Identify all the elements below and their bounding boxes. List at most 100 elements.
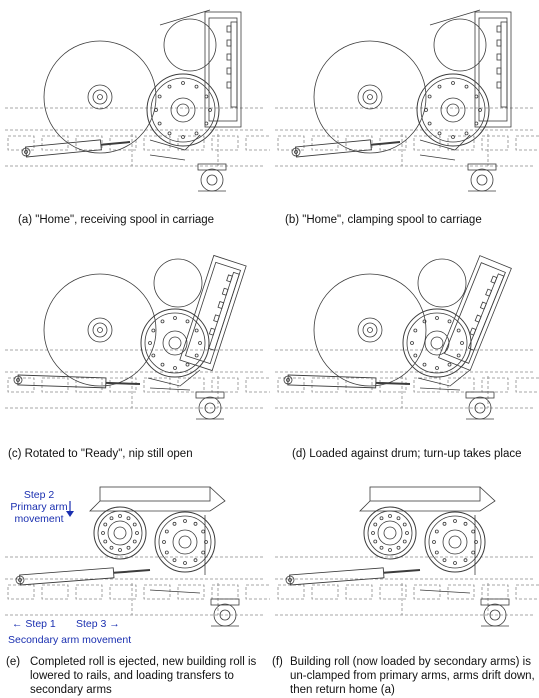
carriage-actuator [208, 271, 240, 351]
carriage-bolt [496, 81, 502, 89]
spool-axle [383, 526, 397, 540]
secondary-arm-bracket [210, 598, 240, 606]
frame-block [277, 377, 305, 393]
spool-bolt [422, 319, 427, 324]
carriage-body [179, 254, 247, 372]
cylinder-pivot-pin [288, 578, 292, 582]
panel-e-drawing [5, 486, 270, 627]
spool-bolt [463, 558, 468, 563]
spool-bolt [471, 529, 476, 534]
spool-bolt [413, 353, 418, 358]
spool-bolt [447, 319, 452, 324]
spool-hub [107, 520, 133, 546]
frame-block [245, 584, 270, 600]
cylinder-rod [100, 141, 131, 146]
spool-bolt [164, 529, 169, 534]
secondary-arm-pin [474, 402, 486, 414]
spool-bolt [451, 135, 455, 139]
spool-bolt [135, 531, 139, 535]
spool-inner [158, 515, 212, 569]
cylinder-pivot [15, 575, 25, 585]
drum-axle [367, 327, 373, 333]
secondary-arm-pin [206, 174, 218, 186]
carriage-actuator [500, 21, 508, 108]
carriage-bolt [226, 274, 233, 283]
spool-bolt [453, 561, 457, 565]
spool-bolt [413, 328, 418, 333]
spool-bolt [432, 540, 436, 544]
carriage-bolt [226, 53, 232, 61]
drum-hub-inner [92, 89, 108, 105]
spool-bolt [148, 341, 152, 345]
spool-bolt [396, 545, 401, 550]
spool-outline [402, 308, 472, 378]
spool-bolt [371, 531, 375, 535]
spool-bolt [103, 522, 108, 527]
spool-bolt [373, 522, 378, 527]
spool-bolt [109, 516, 114, 521]
primary-arm-link [147, 369, 201, 387]
spool-bolt [435, 316, 439, 320]
spool-bolt [183, 519, 187, 523]
frame-block [345, 135, 373, 151]
upper-roll [417, 258, 467, 308]
spool-bolt [427, 121, 432, 126]
spool-bolt [424, 108, 428, 112]
frame-block [345, 584, 373, 600]
spool-bolt [154, 108, 158, 112]
frame-block [109, 377, 137, 393]
frame-block [143, 377, 171, 393]
drum-axle [367, 94, 373, 100]
frame-block [311, 584, 339, 600]
frame-block [447, 377, 475, 393]
frame-block [413, 584, 441, 600]
spool-outline [363, 506, 417, 560]
secondary-arm-bracket [465, 391, 495, 399]
caption-e-text: Completed roll is ejected, new building … [30, 656, 257, 696]
hydraulic-cylinder [19, 567, 151, 586]
spool-inner [406, 312, 468, 374]
carriage-bolt [496, 39, 502, 47]
spool-bolt [157, 94, 162, 99]
spool-bolt [173, 366, 177, 370]
carriage-arm-top [429, 9, 481, 26]
caption-e: (e) Completed roll is ejected, new build… [6, 655, 268, 697]
drum-hub [87, 84, 113, 110]
frame-block [413, 377, 441, 393]
cylinder-pivot [291, 147, 301, 157]
carriage-bolt [479, 301, 487, 310]
carriage-bolt [485, 288, 493, 297]
spool-bolt [410, 341, 414, 345]
caption-a: (a) "Home", receiving spool in carriage [18, 214, 215, 226]
spool-bolt [451, 81, 455, 85]
spool-outline [93, 506, 147, 560]
caption-b: (b) "Home", clamping spool to carriage [285, 214, 482, 226]
spool-bolt [162, 540, 166, 544]
spool-bolt [194, 131, 199, 136]
carriage-body [204, 11, 242, 128]
frame-block [277, 584, 305, 600]
spool-bolt [460, 341, 464, 345]
frame-block [481, 377, 509, 393]
spool-bolt [181, 135, 185, 139]
hydraulic-cylinder [295, 139, 401, 158]
cylinder-pivot [21, 147, 31, 157]
cylinder-barrel [19, 567, 115, 586]
spool-hub [162, 330, 188, 356]
panel-e: Step 2 Primary arm movement ← Step 1 Ste… [0, 475, 270, 650]
spool-bolt [185, 319, 190, 324]
spool-bolt [103, 539, 108, 544]
spool-bolt [101, 531, 105, 535]
spool-bolt [427, 94, 432, 99]
spool-bolt [204, 540, 208, 544]
frame-block [75, 377, 103, 393]
tie-rod [149, 589, 201, 594]
caption-c: (c) Rotated to "Ready", nip still open [8, 448, 193, 460]
carriage-actuator [467, 273, 505, 351]
secondary-arm-bracket [195, 391, 225, 399]
carriage-body [438, 255, 512, 371]
cylinder-pivot-pin [16, 378, 20, 382]
secondary-arm-pivot [200, 168, 224, 192]
hydraulic-cylinder [17, 374, 141, 389]
spool-bolt [474, 540, 478, 544]
